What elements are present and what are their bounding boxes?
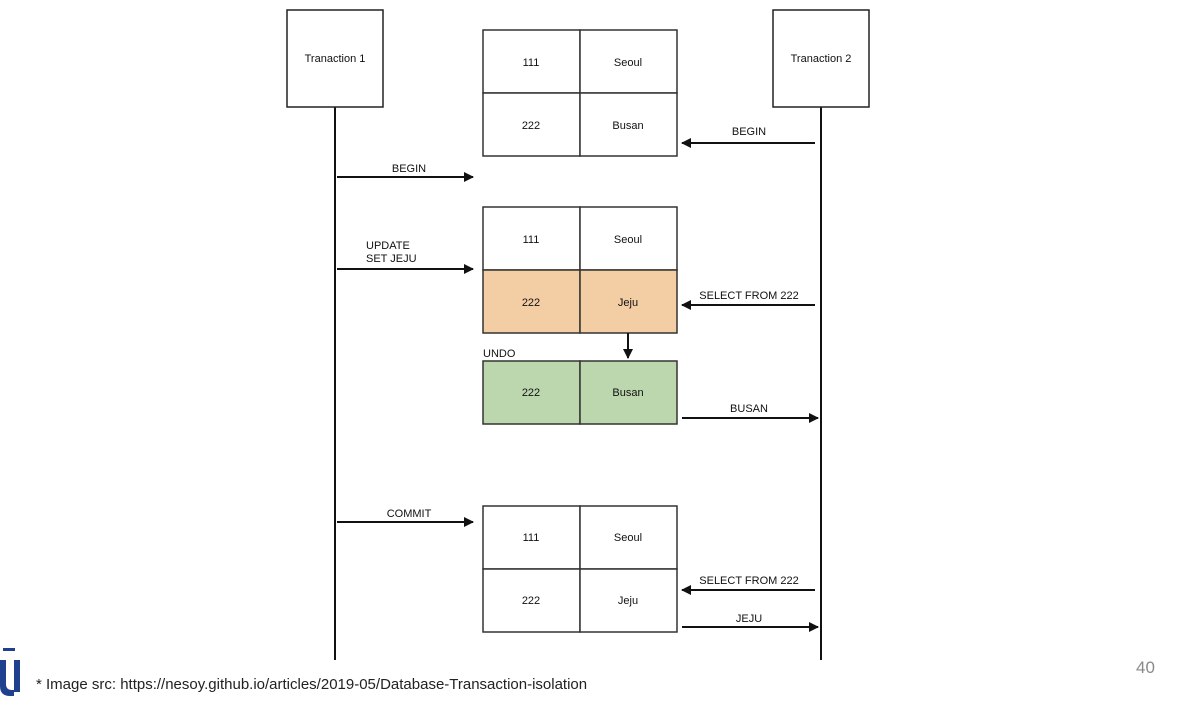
transaction-2-box	[772, 9, 870, 108]
undo-row-cell	[482, 360, 581, 425]
table-cell	[482, 29, 581, 94]
table-cell-id: 222	[522, 120, 540, 132]
t2-select-label-1: SELECT FROM 222	[699, 290, 798, 302]
t1-update-label-line2: SET JEJU	[366, 253, 417, 265]
transaction-2-label: Tranaction 2	[791, 53, 852, 65]
transaction-1-label: Tranaction 1	[305, 53, 366, 65]
t1-commit-label: COMMIT	[387, 508, 432, 520]
undo-row-cell	[579, 360, 678, 425]
table-cell	[579, 29, 678, 94]
university-logo-icon	[0, 648, 20, 696]
transaction-1-box	[286, 9, 384, 108]
table-cell-id: 111	[523, 234, 540, 246]
table-cell-city: Busan	[612, 387, 643, 399]
table-cell	[482, 568, 581, 633]
table-cell-city: Jeju	[618, 297, 638, 309]
table-cell	[579, 92, 678, 157]
table-cell	[579, 206, 678, 271]
updated-row-cell	[579, 269, 678, 334]
t2-begin-label: BEGIN	[732, 126, 766, 138]
image-source-caption: * Image src: https://nesoy.github.io/art…	[36, 676, 588, 693]
t1-update-label-line1: UPDATE	[366, 240, 410, 252]
t2-result-label-1: BUSAN	[730, 403, 768, 415]
table-cell	[579, 505, 678, 570]
table-cell-id: 111	[523, 532, 540, 544]
page-number: 40	[1136, 658, 1155, 677]
t1-begin-label: BEGIN	[392, 163, 426, 175]
table-cell-city: Busan	[612, 120, 643, 132]
table-cell	[579, 568, 678, 633]
table-cell-city: Seoul	[614, 57, 642, 69]
undo-label: UNDO	[483, 348, 516, 360]
table-cell-city: Jeju	[618, 595, 638, 607]
t2-select-label-2: SELECT FROM 222	[699, 575, 798, 587]
table-cell-id: 222	[522, 297, 540, 309]
initial-table: 111 Seoul 222 Busan	[482, 29, 678, 157]
table-cell-id: 222	[522, 595, 540, 607]
table-cell-city: Seoul	[614, 234, 642, 246]
undo-table: 222 Busan	[482, 360, 678, 425]
table-cell-city: Seoul	[614, 532, 642, 544]
committed-table: 111 Seoul 222 Jeju	[482, 505, 678, 633]
t2-result-label-2: JEJU	[736, 613, 762, 625]
table-cell-id: 222	[522, 387, 540, 399]
updated-row-cell	[482, 269, 581, 334]
table-cell	[482, 505, 581, 570]
table-cell-id: 111	[523, 57, 540, 69]
updated-table: 111 Seoul 222 Jeju	[482, 206, 678, 334]
